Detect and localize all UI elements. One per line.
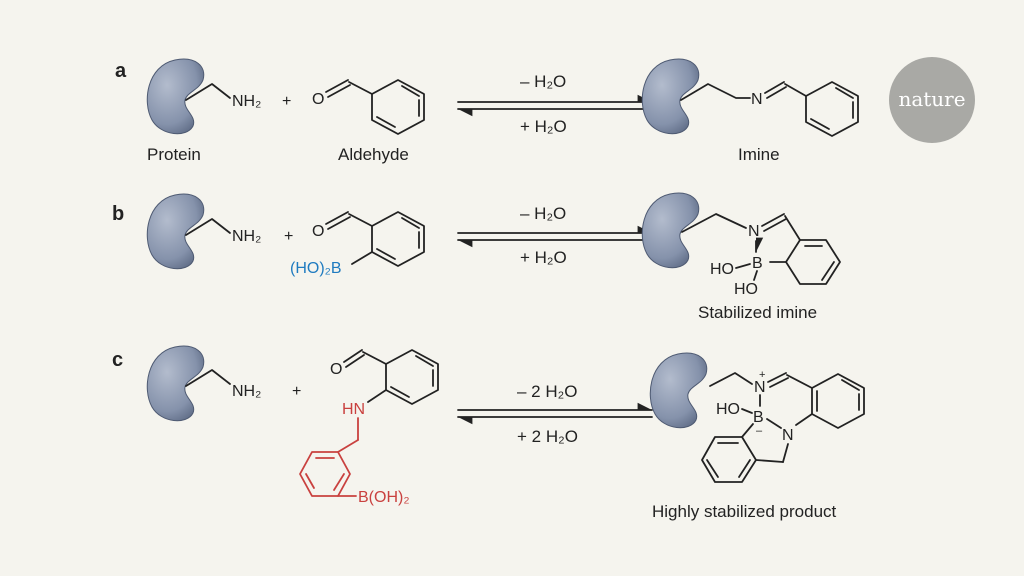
- protein-blob-icon: [649, 352, 708, 429]
- protein-c: NH₂: [146, 345, 261, 422]
- nitrogen-atom: N: [782, 427, 794, 444]
- protein-blob-icon: [146, 345, 205, 422]
- hydroxyl-group: HO: [734, 281, 758, 298]
- stabilized-imine-label: Stabilized imine: [698, 303, 817, 322]
- hydroxyl-group: HO: [716, 401, 740, 418]
- arrow-label-forward-b: – H₂O: [520, 204, 566, 223]
- arrow-label-reverse-b: + H₂O: [520, 248, 567, 267]
- highly-stabilized-product-label: Highly stabilized product: [652, 502, 837, 521]
- protein-blob-icon: [146, 58, 205, 135]
- arrow-label-reverse-c: + 2 H₂O: [517, 427, 578, 446]
- protein-b: NH₂: [146, 193, 261, 270]
- hydroxyl-group: HO: [710, 261, 734, 278]
- protein-blob-icon: [641, 58, 700, 135]
- protein-blob-icon: [641, 192, 700, 269]
- arrow-label-forward-c: – 2 H₂O: [517, 382, 577, 401]
- protein-a: NH₂: [146, 58, 261, 135]
- panel-label-b: b: [112, 203, 124, 225]
- aminomethyl-boronic-aldehyde: O HN B(OH)₂: [299, 349, 439, 506]
- amine-linker: HN: [342, 401, 365, 418]
- oxygen-atom: O: [312, 223, 324, 240]
- arrow-label-forward-a: – H₂O: [520, 72, 566, 91]
- arrow-label-reverse-a: + H₂O: [520, 117, 567, 136]
- panel-label-c: c: [112, 349, 123, 371]
- protein-blob-icon: [146, 193, 205, 270]
- protein-label: Protein: [147, 145, 201, 164]
- boronic-benzaldehyde: O (HO)₂B: [290, 211, 425, 277]
- amine-group: NH₂: [232, 228, 261, 245]
- benzaldehyde: O: [312, 79, 425, 135]
- equilibrium-arrow-b: [457, 225, 653, 248]
- boron-atom: B: [753, 409, 764, 426]
- equilibrium-arrow-c: [457, 402, 653, 425]
- plus-sign: +: [282, 93, 291, 110]
- panel-label-a: a: [115, 60, 127, 82]
- stabilized-imine-product: N B HO HO: [641, 192, 841, 298]
- boronic-acid-group: B(OH)₂: [358, 489, 410, 506]
- highly-stabilized-product: N + N B – HO: [649, 352, 865, 483]
- nature-logo: nature: [889, 57, 975, 143]
- positive-charge: +: [759, 369, 765, 381]
- nature-logo-text: nature: [898, 87, 965, 111]
- imine-label: Imine: [738, 145, 780, 164]
- amine-group: NH₂: [232, 383, 261, 400]
- plus-sign: +: [292, 383, 301, 400]
- imine-product: N: [641, 58, 859, 137]
- nitrogen-atom: N: [748, 223, 760, 240]
- nitrogen-atom: N: [751, 91, 763, 108]
- nitrogen-atom: N: [754, 379, 766, 396]
- aldehyde-label: Aldehyde: [338, 145, 409, 164]
- oxygen-atom: O: [312, 91, 324, 108]
- negative-charge: –: [756, 425, 763, 437]
- amine-group: NH₂: [232, 93, 261, 110]
- boron-atom: B: [752, 255, 763, 272]
- plus-sign: +: [284, 228, 293, 245]
- boronic-acid-group: (HO)₂B: [290, 260, 342, 277]
- oxygen-atom: O: [330, 361, 342, 378]
- equilibrium-arrow-a: [457, 94, 653, 117]
